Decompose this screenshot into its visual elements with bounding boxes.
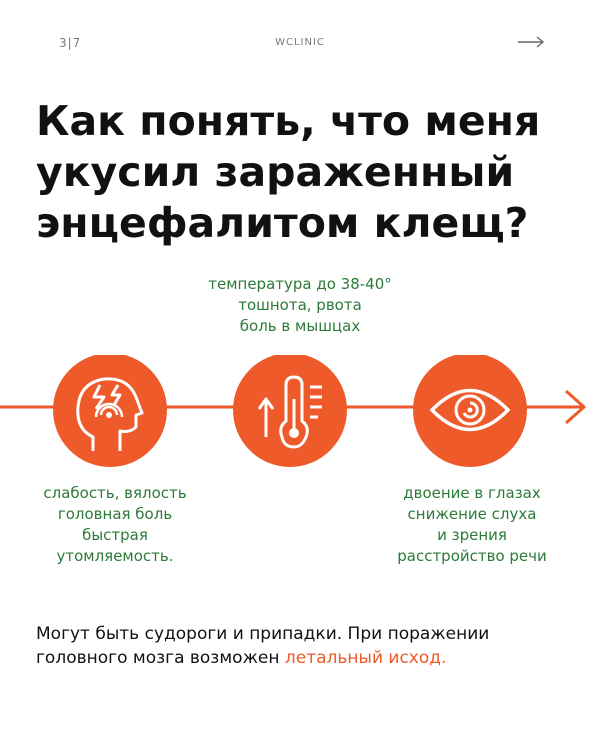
symptom-item: двоение в глазах <box>403 484 541 502</box>
symptom-timeline <box>0 355 586 467</box>
symptoms-top: температура до 38-40° тошнота, рвота бол… <box>150 274 450 337</box>
symptom-item: снижение слуха <box>407 505 537 523</box>
symptom-item: быстрая <box>82 526 148 544</box>
eye-spiral-icon <box>413 355 527 467</box>
lethal-outcome-text: летальный исход. <box>284 648 447 668</box>
footer-line: головного мозга возможен летальный исход… <box>36 646 576 670</box>
symptom-item: слабость, вялость <box>43 484 187 502</box>
brand-name: WCLINIC <box>275 37 325 48</box>
symptom-item: головная боль <box>57 505 173 523</box>
symptom-item: утомляемость. <box>56 547 174 565</box>
timeline-arrowhead-icon <box>565 389 586 425</box>
symptom-item: расстройство речи <box>397 547 547 565</box>
page-indicator: 3|7 <box>59 36 82 50</box>
page-title: Как понять, что меня укусил зараженный э… <box>36 96 576 249</box>
symptom-item: температура до 38-40° <box>208 275 392 293</box>
footer-note: Могут быть судороги и припадки. При пора… <box>36 622 576 670</box>
footer-line-prefix: головного мозга возможен <box>36 648 285 668</box>
thermometer-icon <box>233 355 347 467</box>
footer-line: Могут быть судороги и припадки. При пора… <box>36 624 490 644</box>
title-line: укусил зараженный <box>36 148 515 196</box>
symptom-item: тошнота, рвота <box>238 296 362 314</box>
top-bar: 3|7 WCLINIC <box>0 0 600 80</box>
symptom-item: боль в мышцах <box>239 317 361 335</box>
next-arrow-icon[interactable] <box>517 35 545 49</box>
head-lightning-icon <box>53 355 167 467</box>
title-line: энцефалитом клещ? <box>36 199 529 247</box>
title-line: Как понять, что меня <box>36 97 541 145</box>
symptom-item: и зрения <box>437 526 507 544</box>
symptoms-right: двоение в глазах снижение слуха и зрения… <box>377 483 567 567</box>
symptoms-left: слабость, вялость головная боль быстрая … <box>20 483 210 567</box>
